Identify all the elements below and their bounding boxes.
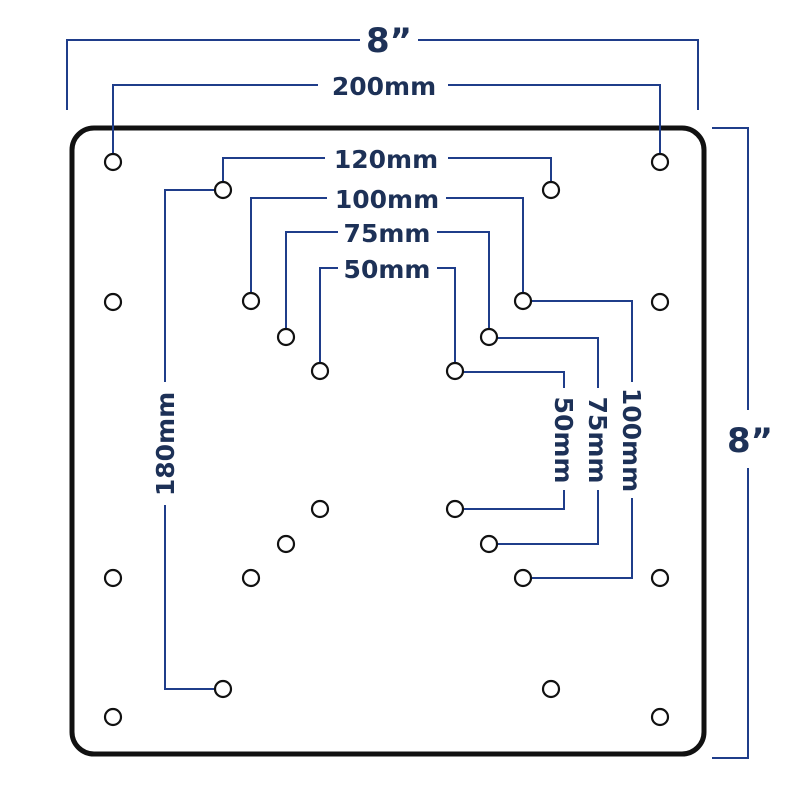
dimension-180mm-vertical: 180mm [151,189,217,690]
overall-height-dimension: 8” [712,127,773,759]
dim-75mm-v-line-top [495,337,599,388]
hole-50-top-left [310,361,330,381]
dim-50mm-v-line-bottom [460,490,565,510]
dim-100mm-h-label: 100mm [335,185,439,214]
dim-180mm-line-top [164,189,217,382]
hole-side-lower-right [650,568,670,588]
overall-width-dimension: 8” [66,21,699,110]
dimension-120mm: 120mm [222,145,552,184]
hole-200-top-left [103,152,123,172]
overall-height-line-top [712,127,749,410]
hole-200-bottom-left [103,707,123,727]
dim-75mm-v-label: 75mm [583,397,612,484]
hole-side-lower-left [103,568,123,588]
hole-75-bottom-left [276,534,296,554]
hole-50-bottom-right [445,499,465,519]
hole-75-top-left [276,327,296,347]
dim-75mm-h-label: 75mm [344,219,431,248]
dim-50mm-h-line-left [319,267,338,364]
dim-75mm-v-line-bottom [495,490,599,545]
dimension-75mm-vertical: 75mm [495,337,612,545]
dim-100mm-v-line-top [529,300,633,382]
dimension-50mm-horizontal: 50mm [319,255,456,364]
hole-100-bottom-left [241,568,261,588]
dim-120mm-line-right [448,157,552,184]
dimension-50mm-vertical: 50mm [460,371,578,510]
hole-side-upper-left [103,292,123,312]
dim-200mm-line-left [112,84,318,155]
mounting-plate [69,125,707,757]
dim-180mm-label: 180mm [151,392,180,496]
hole-120-top-left [213,180,233,200]
overall-height-line-bottom [712,468,749,759]
dim-75mm-h-line-right [437,231,490,329]
hole-100-top-left [241,291,261,311]
dim-50mm-h-label: 50mm [344,255,431,284]
dim-120mm-label: 120mm [334,145,438,174]
hole-200-top-right [650,152,670,172]
dim-100mm-v-label: 100mm [617,388,646,492]
hole-100-top-right [513,291,533,311]
dim-50mm-h-line-right [437,267,456,364]
dim-200mm-label: 200mm [332,72,436,101]
dimension-100mm-horizontal: 100mm [250,185,524,294]
dim-50mm-v-label: 50mm [549,397,578,484]
dimension-100mm-vertical: 100mm [529,300,646,579]
dim-100mm-h-line-left [250,197,327,294]
hole-100-bottom-right [513,568,533,588]
hole-75-bottom-right [479,534,499,554]
hole-50-top-right [445,361,465,381]
hole-120-bottom-left [213,679,233,699]
overall-height-label: 8” [727,421,773,461]
dimension-75mm-horizontal: 75mm [285,219,490,329]
overall-width-line-left [66,39,360,110]
dim-50mm-v-line-top [460,371,565,388]
hole-120-bottom-right [541,679,561,699]
dimension-200mm: 200mm [112,72,661,155]
dim-120mm-line-left [222,157,325,184]
dim-75mm-h-line-left [285,231,338,329]
dim-100mm-v-line-bottom [529,498,633,579]
hole-50-bottom-left [310,499,330,519]
dim-180mm-line-bottom [164,505,217,690]
hole-120-top-right [541,180,561,200]
overall-width-label: 8” [366,21,412,61]
hole-200-bottom-right [650,707,670,727]
dim-200mm-line-right [448,84,661,155]
hole-side-upper-right [650,292,670,312]
hole-75-top-right [479,327,499,347]
overall-width-line-right [418,39,699,110]
dim-100mm-h-line-right [446,197,524,294]
